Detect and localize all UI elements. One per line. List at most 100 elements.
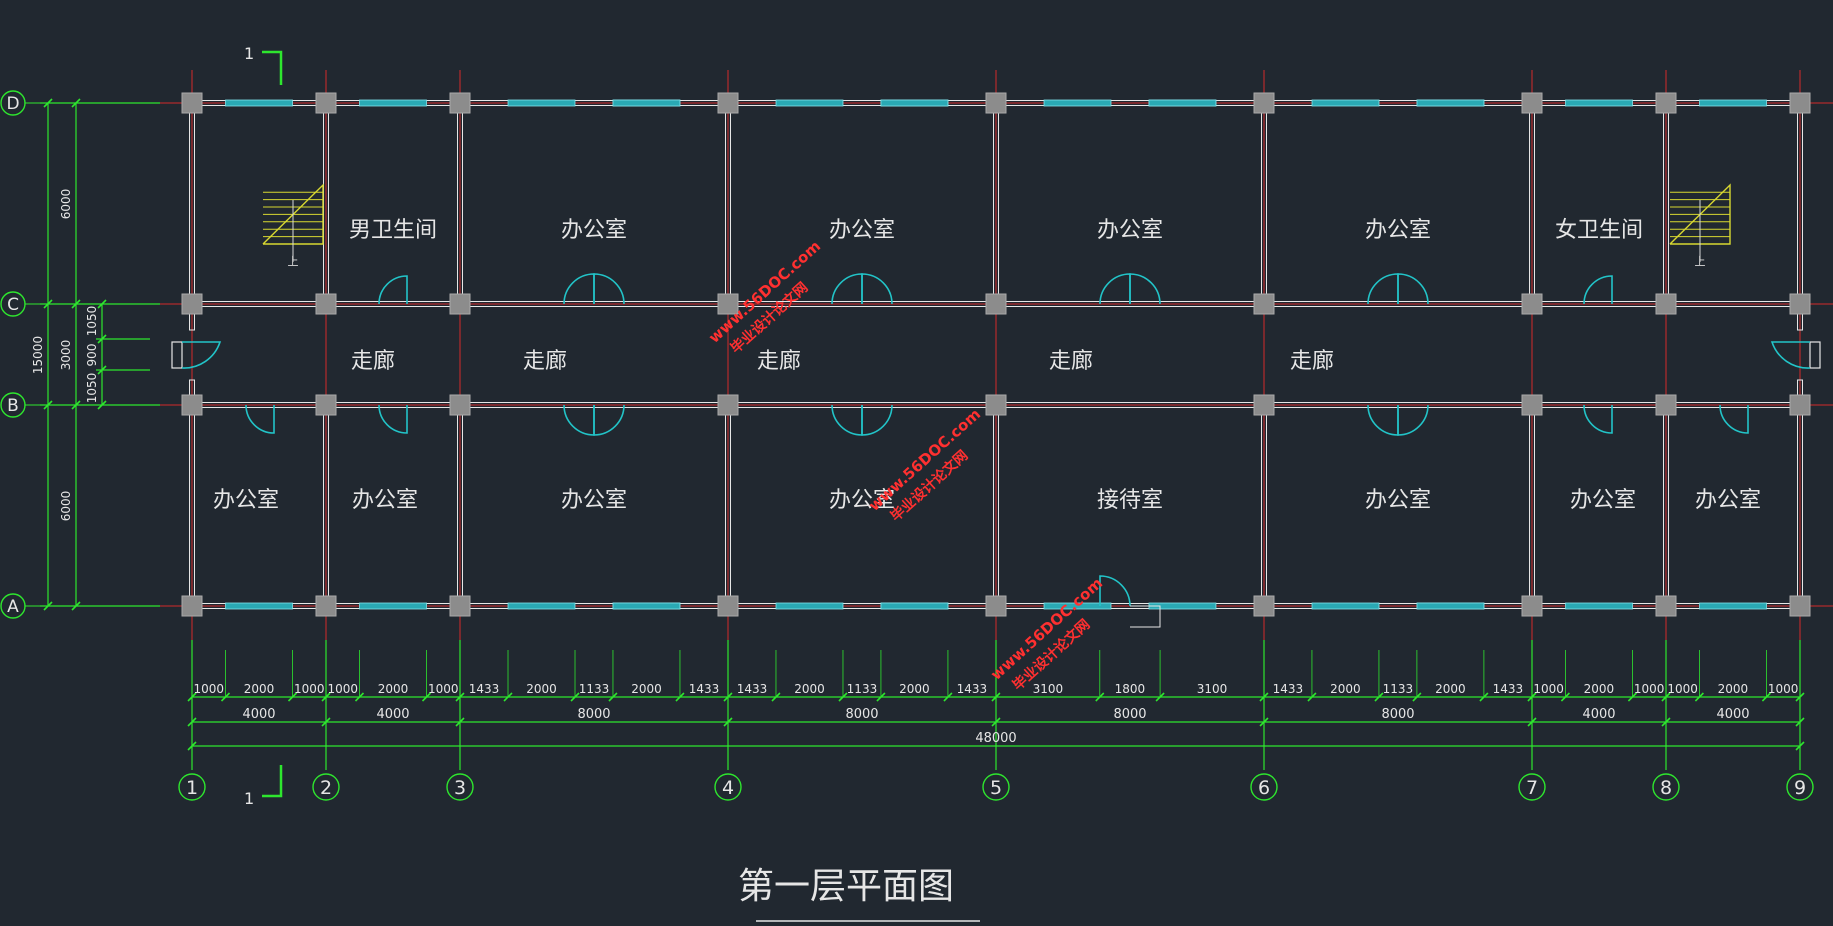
dim-row3-tick	[1795, 741, 1805, 751]
dim-row1-value: 2000	[1718, 682, 1749, 696]
dim-row1-value: 1000	[1533, 682, 1564, 696]
door-c-3-right	[1397, 273, 1429, 305]
dim-row2-value: 8000	[1381, 707, 1414, 722]
door-c-1-left	[831, 273, 863, 305]
window-south	[359, 602, 427, 610]
door-c-1-right	[861, 273, 893, 305]
column-3A	[449, 595, 471, 617]
room-label-bottom-2: 办公室	[561, 488, 627, 513]
room-label-top-0: 男卫生间	[349, 218, 437, 243]
axis-bubble-1: 1	[178, 773, 206, 801]
dim-row1-value: 1800	[1115, 682, 1146, 696]
axis-bubble-4: 4	[714, 773, 742, 801]
room-label-bottom-5: 办公室	[1365, 488, 1431, 513]
dim-row2-tick	[455, 717, 465, 727]
section-mark-bottom-label: 1	[244, 789, 254, 808]
door-entrance	[1099, 575, 1131, 607]
dim-row1-value: 3100	[1033, 682, 1064, 696]
column-9C	[1789, 293, 1811, 315]
dim-row1-value: 2000	[1435, 682, 1466, 696]
dim-row1-value: 1133	[847, 682, 878, 696]
axis-bubble-8: 8	[1652, 773, 1680, 801]
door-b-room8	[1719, 404, 1749, 434]
window-south	[1416, 602, 1485, 610]
column-9A	[1789, 595, 1811, 617]
dim-row1-value: 1433	[1273, 682, 1304, 696]
window-north	[1148, 99, 1217, 107]
axis-bubble-label: 9	[1794, 777, 1806, 799]
room-label-bottom-6: 办公室	[1570, 488, 1636, 513]
room-label-bottom-0: 办公室	[213, 488, 279, 513]
column-8A	[1655, 595, 1677, 617]
window-south	[1565, 602, 1633, 610]
column-2B	[315, 394, 337, 416]
dim-row2-value: 4000	[376, 707, 409, 722]
column-1B	[181, 394, 203, 416]
window-north	[1043, 99, 1112, 107]
axis-bubble-circle	[1786, 773, 1814, 801]
column-9D	[1789, 92, 1811, 114]
end-door-east	[1770, 341, 1811, 369]
column-9B	[1789, 394, 1811, 416]
axis-bubble-circle	[714, 773, 742, 801]
corridor-label-1: 走廊	[523, 349, 567, 374]
dim-left-span-top: 6000	[59, 189, 73, 220]
stair-west-label: 上	[288, 255, 299, 268]
stair-west: 上	[262, 183, 324, 268]
dim-row1-tick	[1795, 692, 1805, 702]
dim-row1-value: 3100	[1197, 682, 1228, 696]
corridor-label-3: 走廊	[1049, 349, 1093, 374]
room-label-top-1: 办公室	[561, 218, 627, 243]
axis-bubble-6: 6	[1250, 773, 1278, 801]
door-c-2-left	[1099, 273, 1131, 305]
window-south	[1699, 602, 1767, 610]
column-7A	[1521, 595, 1543, 617]
window-south	[775, 602, 844, 610]
column-1C	[181, 293, 203, 315]
column-8C	[1655, 293, 1677, 315]
axis-bubble-label: 1	[186, 777, 198, 799]
column-8B	[1655, 394, 1677, 416]
dim-row1-value: 2000	[899, 682, 930, 696]
door-b-room1	[245, 404, 275, 434]
dim-row1-value: 2000	[244, 682, 275, 696]
window-north	[880, 99, 949, 107]
door-b-room2	[378, 404, 408, 434]
dim-left-span-bottom: 6000	[59, 491, 73, 522]
room-label-bottom-1: 办公室	[352, 488, 418, 513]
axis-bubble-label: 5	[990, 777, 1002, 799]
dim-left-door-part-0: 1050	[85, 306, 99, 337]
end-door-frame-east	[1809, 341, 1821, 369]
column-6B	[1253, 394, 1275, 416]
dim-row2-tick	[187, 717, 197, 727]
axis-bubble-label: 8	[1660, 777, 1672, 799]
window-south	[225, 602, 293, 610]
dim-row1-value: 1433	[957, 682, 988, 696]
dim-row2-value: 4000	[1716, 707, 1749, 722]
dim-row1-value: 1000	[294, 682, 325, 696]
stair-east: 上	[1669, 183, 1731, 268]
column-5C	[985, 293, 1007, 315]
column-6D	[1253, 92, 1275, 114]
axis-bubble-2: 2	[312, 773, 340, 801]
window-north	[507, 99, 576, 107]
dim-row2-value: 4000	[1582, 707, 1615, 722]
axis-bubble-label: 4	[722, 777, 734, 799]
door-b-1-left	[831, 404, 863, 436]
dim-row2-value: 8000	[577, 707, 610, 722]
axis-bubble-circle	[982, 773, 1010, 801]
axis-bubble-9: 9	[1786, 773, 1814, 801]
door-toilet-women	[1583, 275, 1613, 305]
stair-east-label: 上	[1695, 255, 1706, 268]
column-8D	[1655, 92, 1677, 114]
door-c-3-left	[1367, 273, 1399, 305]
corridor-label-2: 走廊	[757, 349, 801, 374]
dim-row2-tick	[723, 717, 733, 727]
column-5D	[985, 92, 1007, 114]
window-south	[1311, 602, 1380, 610]
door-c-0-left	[563, 273, 595, 305]
column-5A	[985, 595, 1007, 617]
dim-row1-value: 1133	[1383, 682, 1414, 696]
dim-row1-value: 1000	[1667, 682, 1698, 696]
door-b-2-right	[1397, 404, 1429, 436]
